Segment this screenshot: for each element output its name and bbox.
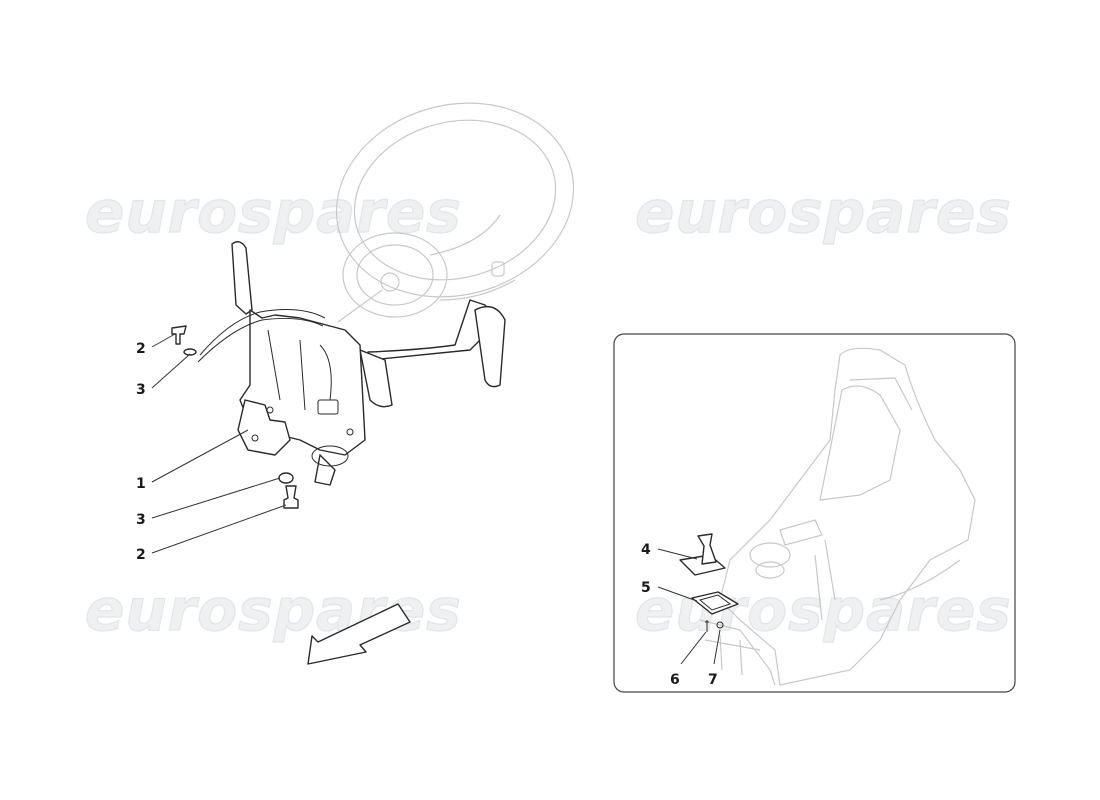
callout-left-1: 1	[136, 476, 146, 492]
watermark-top-left: eurospares	[85, 178, 462, 246]
washer-part-bottom	[278, 472, 294, 484]
left-leader-lines	[151, 333, 287, 554]
watermark-bottom-left: eurospares	[85, 576, 462, 644]
watermark-top-right: eurospares	[635, 178, 1012, 246]
center-console-ghost	[699, 347, 976, 686]
steering-wheel-ghost	[335, 102, 575, 323]
inset-leader-lines	[657, 548, 721, 665]
direction-arrow	[307, 603, 411, 665]
steering-column-assembly	[197, 241, 506, 486]
callout-left-3-top: 3	[136, 382, 146, 398]
watermark-group: eurospares eurospares eurospares eurospa…	[84, 177, 1012, 644]
left-small-parts	[171, 325, 299, 509]
callout-left-3-bottom: 3	[136, 512, 146, 528]
callout-inset-5: 5	[641, 580, 651, 596]
trim-ring-part	[691, 591, 739, 615]
callout-inset-6: 6	[670, 672, 680, 688]
callout-inset-4: 4	[641, 542, 651, 558]
callout-left-2-bottom: 2	[136, 547, 146, 563]
inset-frame	[613, 333, 1016, 693]
inset-callouts: 4 5 6 7	[641, 542, 718, 688]
bolt-part-top	[171, 325, 187, 345]
washer-part-top	[183, 348, 197, 356]
callout-inset-7: 7	[708, 672, 718, 688]
bolt-part-bottom	[283, 485, 299, 509]
inset-parts	[679, 533, 739, 632]
watermark-bottom-right: eurospares	[635, 576, 1012, 644]
callout-left-2-top: 2	[136, 341, 146, 357]
left-callouts: 2 3 1 3 2	[136, 341, 146, 563]
